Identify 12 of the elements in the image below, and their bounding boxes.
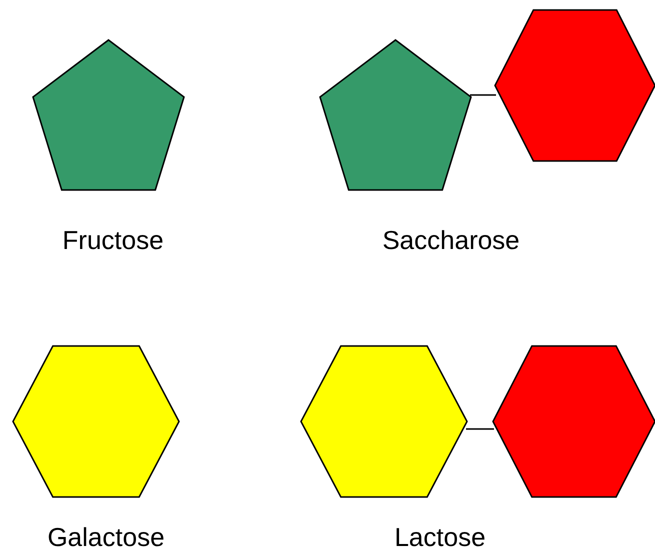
sugar-name: Lactose: [394, 522, 486, 552]
sugar-name: Galactose: [47, 522, 165, 552]
hexagon-shape: [301, 346, 467, 497]
pentagon-shape: [320, 40, 471, 190]
connector-line: [466, 428, 494, 430]
hexagon-shape: [493, 346, 655, 497]
pentagon-shape: [33, 40, 184, 190]
sugar-name: Fructose: [62, 225, 164, 255]
connector-line: [470, 94, 496, 96]
sugar-name: Saccharose: [382, 225, 520, 255]
hexagon-shape: [13, 346, 179, 497]
hexagon-shape: [495, 10, 655, 161]
